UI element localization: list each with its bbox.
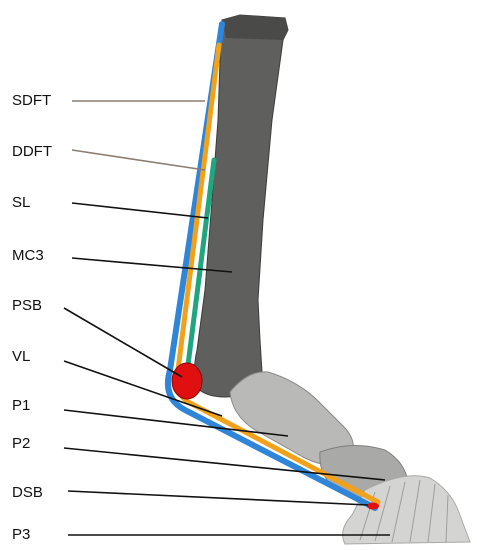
psb-highlight — [172, 363, 202, 399]
sl-leader-line — [72, 203, 208, 218]
label-psb: PSB — [12, 298, 42, 313]
dsb-leader-line — [68, 491, 368, 505]
label-p2: P2 — [12, 436, 30, 451]
ddft-leader-line — [72, 150, 205, 170]
label-sdft: SDFT — [12, 93, 51, 108]
mc3-bone-top — [222, 15, 288, 40]
label-sl: SL — [12, 195, 30, 210]
label-vl: VL — [12, 349, 30, 364]
dsb-highlight — [367, 503, 379, 510]
label-p1: P1 — [12, 398, 30, 413]
label-p3: P3 — [12, 527, 30, 542]
label-mc3: MC3 — [12, 248, 44, 263]
label-ddft: DDFT — [12, 144, 52, 159]
label-dsb: DSB — [12, 485, 43, 500]
